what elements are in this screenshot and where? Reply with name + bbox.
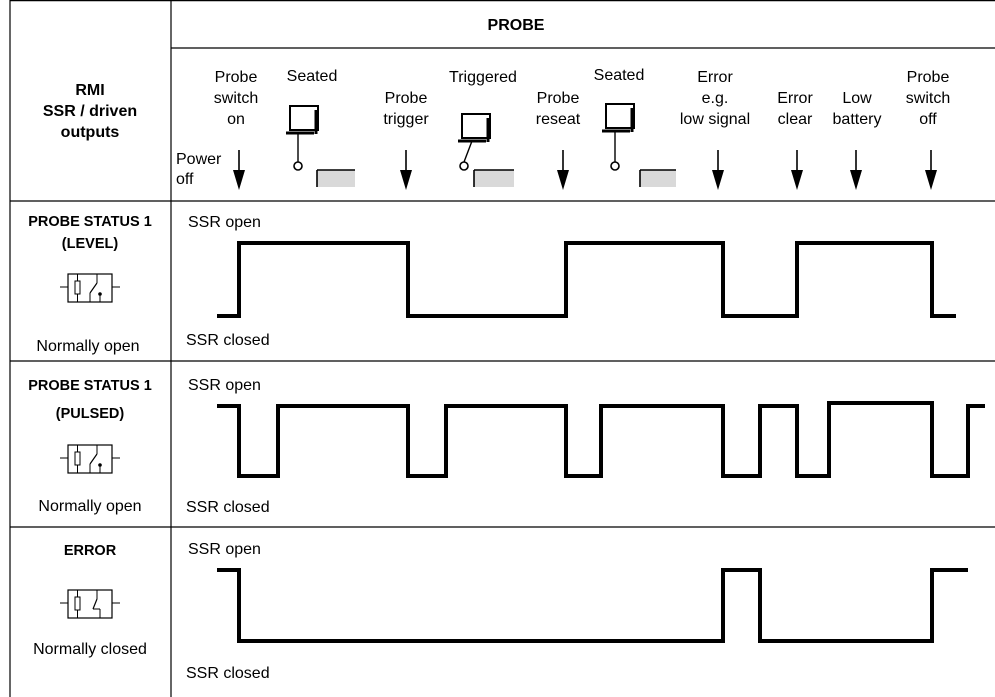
- event-label-switch-off-3: off: [919, 111, 937, 128]
- event-label-error-clear-1: Error: [777, 90, 813, 107]
- event-label-switch-off-2: switch: [906, 90, 950, 107]
- event-labels: Power off Probe switch on Seated Probe t…: [176, 67, 950, 188]
- event-label-error-2: e.g.: [702, 90, 729, 107]
- waveform-error: [217, 568, 968, 643]
- event-label-trigger-1: Probe: [385, 90, 428, 107]
- rmi-header-line3: outputs: [61, 124, 120, 141]
- relay-normally-open-icon: [60, 444, 120, 474]
- event-label-power-off-2: off: [176, 171, 194, 188]
- row-title-level-line2: (LEVEL): [62, 236, 119, 252]
- event-label-low-battery-1: Low: [842, 90, 872, 107]
- event-label-switch-on-3: on: [227, 111, 245, 128]
- event-label-seated-1: Seated: [287, 68, 338, 85]
- down-arrow-icon: [791, 150, 803, 190]
- row-contact-type-level: Normally open: [36, 338, 139, 355]
- down-arrow-icon: [233, 150, 245, 190]
- row-high-label-pulsed: SSR open: [188, 377, 261, 394]
- rmi-header-line2: SSR / driven: [43, 103, 137, 120]
- probe-stylus-seated-icon: [286, 105, 355, 187]
- event-label-error-clear-2: clear: [778, 111, 813, 128]
- event-label-triggered: Triggered: [449, 69, 517, 86]
- down-arrow-icon: [850, 150, 862, 190]
- waveform-probe-status-level: [217, 241, 956, 318]
- down-arrow-icon: [712, 150, 724, 190]
- relay-normally-open-icon: [60, 273, 120, 303]
- probe-stylus-triggered-icon: [458, 113, 514, 187]
- event-label-error-3: low signal: [680, 111, 750, 128]
- down-arrow-icon: [925, 150, 937, 190]
- row-title-error: ERROR: [64, 543, 117, 559]
- event-label-reseat-2: reseat: [536, 111, 581, 128]
- row-title-pulsed-line1: PROBE STATUS 1: [28, 378, 152, 394]
- waveform-probe-status-pulsed: [217, 401, 985, 478]
- row-high-label-error: SSR open: [188, 541, 261, 558]
- row-low-label-error: SSR closed: [186, 665, 270, 682]
- probe-stylus-seated-icon: [602, 103, 676, 187]
- table-grid: [9, 0, 995, 697]
- event-label-low-battery-2: battery: [833, 111, 882, 128]
- event-label-power-off-1: Power: [176, 151, 222, 168]
- event-label-trigger-2: trigger: [383, 111, 429, 128]
- event-label-reseat-1: Probe: [537, 90, 580, 107]
- event-label-error-1: Error: [697, 69, 733, 86]
- probe-column-title: PROBE: [488, 17, 545, 34]
- down-arrow-icon: [400, 150, 412, 190]
- relay-normally-closed-icon: [60, 589, 120, 619]
- event-label-switch-on-2: switch: [214, 90, 258, 107]
- row-title-pulsed-line2: (PULSED): [56, 406, 125, 422]
- event-label-switch-off-1: Probe: [907, 69, 950, 86]
- row-title-level-line1: PROBE STATUS 1: [28, 214, 152, 230]
- row-low-label-level: SSR closed: [186, 332, 270, 349]
- row-high-label-level: SSR open: [188, 214, 261, 231]
- event-arrows: [233, 150, 937, 190]
- down-arrow-icon: [557, 150, 569, 190]
- rmi-header-line1: RMI: [75, 82, 104, 99]
- event-label-seated-2: Seated: [594, 67, 645, 84]
- row-contact-type-pulsed: Normally open: [38, 498, 141, 515]
- row-contact-type-error: Normally closed: [33, 641, 147, 658]
- event-label-switch-on-1: Probe: [215, 69, 258, 86]
- row-low-label-pulsed: SSR closed: [186, 499, 270, 516]
